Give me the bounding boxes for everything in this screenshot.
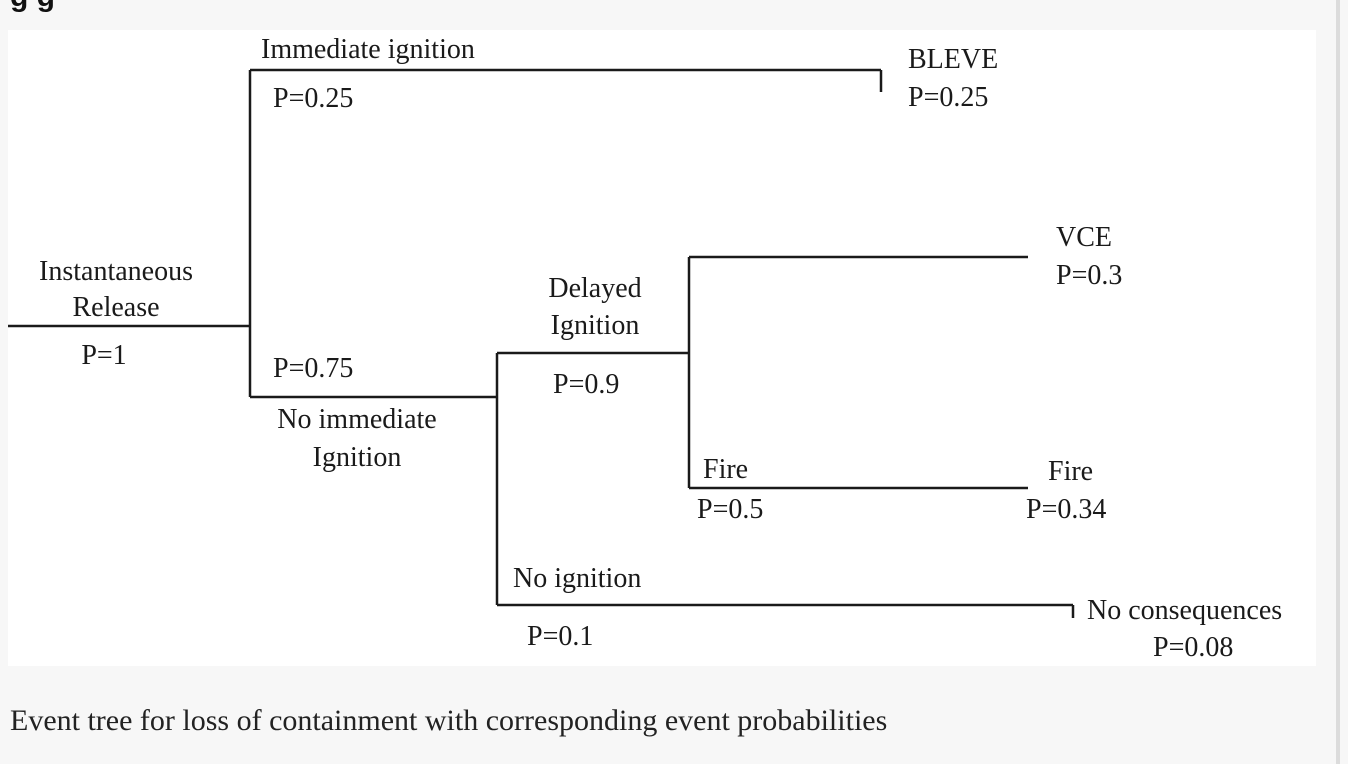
event-tree-figure: [8, 30, 1316, 666]
page-scroll-edge: [1336, 0, 1340, 764]
no-consequences-outcome-probability: P=0.08: [1153, 632, 1233, 663]
initiating-event-label: Release: [72, 292, 159, 323]
no-immediate-ignition-label: No immediate: [277, 404, 436, 435]
section-heading-fragment: g g: [10, 0, 55, 14]
no-consequences-outcome-label: No consequences: [1087, 595, 1282, 626]
vce-outcome-label: VCE: [1056, 222, 1112, 253]
initiating-event-probability: P=1: [81, 340, 126, 371]
bleve-outcome-probability: P=0.25: [908, 82, 988, 113]
no-immediate-ignition-label: Ignition: [313, 442, 402, 473]
fire-outcome-probability: P=0.34: [1026, 494, 1106, 525]
immediate-ignition-probability: P=0.25: [273, 83, 353, 114]
delayed-ignition-label: Ignition: [551, 310, 640, 341]
delayed-ignition-label: Delayed: [548, 273, 641, 304]
bleve-outcome-label: BLEVE: [908, 44, 998, 75]
fire-branch-label: Fire: [703, 454, 748, 485]
no-immediate-ignition-probability: P=0.75: [273, 353, 353, 384]
no-ignition-probability: P=0.1: [527, 621, 593, 652]
vce-outcome-probability: P=0.3: [1056, 260, 1122, 291]
figure-caption: Event tree for loss of containment with …: [10, 704, 888, 737]
fire-branch-probability: P=0.5: [697, 494, 763, 525]
initiating-event-label: Instantaneous: [39, 256, 193, 287]
fire-outcome-label: Fire: [1048, 456, 1093, 487]
immediate-ignition-label: Immediate ignition: [261, 34, 475, 65]
no-ignition-label: No ignition: [513, 563, 641, 594]
delayed-ignition-probability: P=0.9: [553, 369, 619, 400]
